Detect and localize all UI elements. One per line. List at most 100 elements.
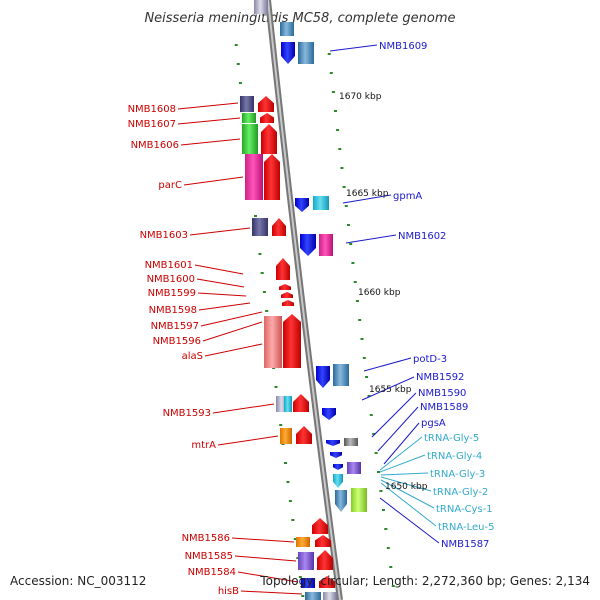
gene-label[interactable]: parC: [158, 180, 182, 191]
gene-block: [323, 592, 337, 600]
gene-label[interactable]: gpmA: [393, 191, 422, 202]
tick-dash: [279, 424, 283, 426]
gene-label[interactable]: NMB1609: [379, 41, 427, 52]
gene-label[interactable]: NMB1597: [151, 321, 199, 332]
gene-arrow: [319, 576, 335, 588]
scale-label: 1670 kbp: [339, 92, 382, 102]
tick-marks: [234, 44, 395, 597]
tick-dash: [274, 386, 278, 388]
gene-label[interactable]: hisB: [218, 586, 239, 597]
connector-line: [380, 479, 435, 509]
connector-line: [379, 454, 426, 473]
connector-line: [234, 555, 297, 562]
gene-arrow: [276, 258, 290, 280]
gene-block: [305, 592, 321, 600]
gene-block: [319, 234, 333, 256]
gene-label[interactable]: NMB1593: [163, 408, 211, 419]
rna-label[interactable]: tRNA-Gly-4: [427, 451, 482, 462]
gene-label[interactable]: NMB1598: [149, 305, 197, 316]
tick-dash: [236, 63, 240, 65]
tick-dash: [327, 53, 331, 55]
tick-dash: [344, 205, 348, 207]
tick-dash: [234, 44, 238, 46]
connector-line: [361, 376, 415, 401]
rna-label[interactable]: tRNA-Gly-3: [430, 469, 485, 480]
tick-dash: [331, 91, 335, 93]
gene-block: [298, 42, 314, 64]
gene-label[interactable]: NMB1608: [128, 104, 176, 115]
scale-label: 1655 kbp: [369, 385, 412, 395]
gene-label[interactable]: NMB1603: [140, 230, 188, 241]
rna-label[interactable]: tRNA-Gly-5: [424, 433, 479, 444]
gene-label[interactable]: NMB1599: [148, 288, 196, 299]
rna-label[interactable]: tRNA-Leu-5: [438, 522, 494, 533]
tick-dash: [298, 576, 302, 578]
gene-arrow: [322, 408, 336, 420]
tick-dash: [286, 481, 290, 483]
connector-line: [200, 311, 263, 327]
gene-label[interactable]: NMB1606: [131, 140, 179, 151]
gene-arrow: [281, 292, 293, 298]
tick-dash: [291, 519, 295, 521]
gene-label[interactable]: NMB1590: [418, 388, 466, 399]
gene-label[interactable]: NMB1589: [420, 402, 468, 413]
scale-label: 1665 kbp: [346, 189, 389, 199]
gene-arrow: [330, 452, 342, 458]
tick-dash: [381, 509, 385, 511]
tick-dash: [238, 82, 242, 84]
tick-dash: [372, 433, 376, 435]
connector-line: [177, 102, 239, 110]
tick-dash: [369, 414, 373, 416]
gene-label[interactable]: NMB1586: [182, 533, 230, 544]
tick-dash: [351, 262, 355, 264]
connector-line: [202, 321, 263, 342]
gene-arrow: [279, 284, 291, 290]
tick-dash: [360, 338, 364, 340]
gene-arrow: [293, 394, 309, 412]
gene-label[interactable]: alaS: [182, 351, 203, 362]
label-connectors: [177, 44, 440, 595]
tick-dash: [355, 300, 359, 302]
connector-line: [342, 194, 392, 204]
tick-dash: [391, 585, 395, 587]
gene-label[interactable]: pgsA: [421, 418, 446, 429]
connector-line: [183, 176, 244, 186]
rna-label[interactable]: tRNA-Gly-2: [433, 487, 488, 498]
gene-arrow: [260, 113, 274, 123]
gene-label[interactable]: NMB1602: [398, 231, 446, 242]
gene-block: [313, 196, 329, 210]
gene-block: [254, 0, 268, 14]
gene-block: [252, 218, 268, 236]
gene-block: [264, 316, 282, 368]
accession-text: Accession: NC_003112: [10, 574, 146, 588]
gene-label[interactable]: NMB1587: [441, 539, 489, 550]
gene-label[interactable]: NMB1596: [153, 336, 201, 347]
tick-dash: [329, 72, 333, 74]
gene-arrow: [281, 42, 295, 64]
gene-arrow: [296, 426, 312, 444]
tick-dash: [377, 471, 380, 473]
gene-block: [240, 96, 254, 112]
tick-dash: [334, 110, 337, 112]
connector-line: [231, 537, 295, 543]
gene-arrow: [282, 300, 294, 306]
gene-label[interactable]: NMB1592: [416, 372, 464, 383]
rna-label[interactable]: tRNA-Cys-1: [436, 504, 493, 515]
tick-dash: [258, 253, 262, 255]
connector-line: [240, 590, 303, 595]
gene-label[interactable]: NMB1600: [147, 274, 195, 285]
connector-line: [380, 482, 437, 527]
gene-label[interactable]: NMB1607: [128, 119, 176, 130]
gene-label[interactable]: NMB1601: [145, 260, 193, 271]
tick-dash: [379, 490, 383, 492]
connector-line: [217, 435, 279, 446]
tick-dash: [336, 129, 340, 131]
gene-label[interactable]: potD-3: [413, 354, 447, 365]
gene-label[interactable]: NMB1585: [185, 551, 233, 562]
gene-label[interactable]: NMB1584: [188, 567, 236, 578]
gene-label[interactable]: mtrA: [191, 440, 216, 451]
genome-backbone: [265, 0, 343, 600]
connector-line: [237, 571, 299, 583]
